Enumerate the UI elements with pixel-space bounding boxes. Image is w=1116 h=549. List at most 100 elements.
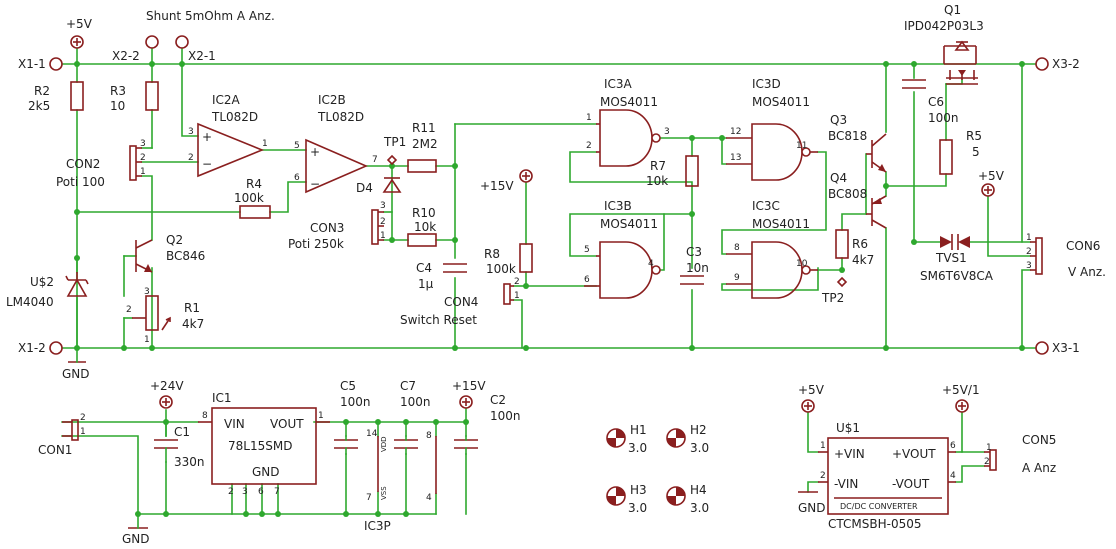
svg-text:R2: R2	[34, 84, 50, 98]
svg-text:+15V: +15V	[452, 379, 486, 393]
capacitor-c1: C1 330n	[154, 425, 205, 469]
resistor-r7: R7 10k	[646, 155, 699, 188]
svg-text:10n: 10n	[686, 261, 709, 275]
svg-text:5: 5	[972, 145, 980, 159]
supply-24v: +24V	[150, 379, 184, 409]
svg-text:R6: R6	[852, 237, 868, 251]
svg-text:+VIN: +VIN	[834, 447, 865, 461]
terminal-x1-1: X1-1	[18, 57, 63, 71]
svg-text:+: +	[310, 145, 320, 159]
capacitor-c3: C3 10n	[680, 245, 709, 285]
svg-text:CON6: CON6	[1066, 239, 1100, 253]
svg-text:1: 1	[144, 335, 150, 345]
mounting-hole-h3: H3 3.0	[606, 483, 647, 515]
supply-15v-bot: +15V	[452, 379, 486, 409]
terminal-x3-2: X3-2	[1035, 57, 1080, 71]
svg-text:X3-2: X3-2	[1052, 57, 1080, 71]
svg-text:C2: C2	[490, 393, 506, 407]
svg-text:100n: 100n	[490, 409, 521, 423]
svg-text:Q3: Q3	[830, 113, 847, 127]
svg-text:6: 6	[584, 275, 590, 285]
svg-text:8: 8	[202, 411, 208, 421]
svg-text:-VOUT: -VOUT	[892, 477, 930, 491]
gnd-main: GND	[62, 347, 90, 381]
svg-text:Q1: Q1	[944, 3, 961, 17]
connector-con6: 1 2 3 CON6 V Anz.	[1026, 233, 1106, 279]
svg-text:9: 9	[734, 273, 740, 283]
nand-ic3c: 8 9 10 IC3C MOS4011	[726, 199, 818, 299]
svg-text:Q4: Q4	[830, 171, 847, 185]
svg-text:6: 6	[258, 487, 264, 497]
mounting-hole-h1: H1 3.0	[606, 423, 647, 455]
svg-text:X1-1: X1-1	[18, 57, 46, 71]
svg-text:H1: H1	[630, 423, 647, 437]
svg-text:+VOUT: +VOUT	[892, 447, 936, 461]
svg-text:1: 1	[80, 427, 86, 437]
svg-text:7: 7	[372, 155, 378, 165]
svg-text:1: 1	[380, 231, 386, 241]
svg-text:BC808: BC808	[828, 187, 867, 201]
nand-ic3a: 1 2 3 IC3A MOS4011	[586, 77, 670, 167]
svg-text:1µ: 1µ	[418, 277, 434, 291]
svg-text:R7: R7	[650, 159, 666, 173]
svg-text:330n: 330n	[174, 455, 205, 469]
svg-text:R4: R4	[246, 177, 262, 191]
svg-text:X3-1: X3-1	[1052, 341, 1080, 355]
junctions	[74, 61, 1025, 517]
svg-text:+15V: +15V	[480, 179, 514, 193]
svg-text:6: 6	[950, 441, 956, 451]
terminal-x2-2: X2-2	[112, 35, 159, 63]
mosfet-q1: Q1 IPD042P03L3	[904, 3, 984, 85]
svg-text:Q2: Q2	[166, 233, 183, 247]
svg-text:3: 3	[140, 139, 146, 149]
svg-text:X2-2: X2-2	[112, 49, 140, 63]
supply-5v1: +5V/1	[942, 383, 980, 413]
svg-text:2: 2	[140, 153, 146, 163]
diode-d4: D4	[356, 177, 402, 195]
svg-text:VOUT: VOUT	[270, 417, 304, 431]
svg-text:TP1: TP1	[383, 135, 406, 149]
transistor-q2: Q2 BC846	[135, 233, 205, 273]
mounting-hole-h2: H2 3.0	[666, 423, 709, 455]
svg-text:2: 2	[1026, 247, 1032, 257]
svg-text:3.0: 3.0	[690, 441, 709, 455]
svg-text:2: 2	[514, 277, 520, 287]
svg-text:4: 4	[950, 471, 956, 481]
transistor-q3: Q3 BC818	[828, 113, 887, 173]
svg-text:Switch Reset: Switch Reset	[400, 313, 477, 327]
svg-text:7: 7	[274, 487, 280, 497]
svg-text:10k: 10k	[414, 220, 436, 234]
svg-text:100n: 100n	[400, 395, 431, 409]
svg-text:100n: 100n	[340, 395, 371, 409]
svg-text:VDD: VDD	[380, 436, 388, 452]
svg-text:R1: R1	[184, 301, 200, 315]
svg-text:8: 8	[426, 431, 432, 441]
supply-5v-u1: +5V	[798, 383, 825, 413]
svg-text:2: 2	[380, 217, 386, 227]
svg-text:BC818: BC818	[828, 129, 867, 143]
svg-text:C6: C6	[928, 95, 944, 109]
mounting-hole-h4: H4 3.0	[666, 483, 709, 515]
svg-text:1: 1	[318, 411, 324, 421]
svg-text:2: 2	[80, 413, 86, 423]
svg-text:5: 5	[294, 141, 300, 151]
svg-text:C1: C1	[174, 425, 190, 439]
svg-text:8: 8	[734, 243, 740, 253]
svg-text:C4: C4	[416, 261, 432, 275]
supply-15v-mid: +15V	[480, 169, 533, 193]
svg-text:MOS4011: MOS4011	[600, 95, 658, 109]
svg-text:6: 6	[294, 173, 300, 183]
tvs-diode-tvs1: TVS1 SM6T6V8CA	[920, 234, 994, 283]
svg-text:TVS1: TVS1	[935, 251, 967, 265]
svg-text:Poti 100: Poti 100	[56, 175, 105, 189]
resistor-r10: R10 10k	[407, 206, 437, 247]
svg-text:U$1: U$1	[836, 421, 860, 435]
capacitor-c5: C5 100n	[334, 379, 371, 455]
nand-ic3b: 5 6 4 IC3B MOS4011	[584, 199, 661, 299]
svg-text:1: 1	[820, 441, 826, 451]
svg-text:1: 1	[1026, 233, 1032, 243]
svg-text:R5: R5	[966, 129, 982, 143]
opamp-ic2a: +− 3 2 1 IC2A TL082D	[188, 93, 268, 178]
svg-text:3.0: 3.0	[690, 501, 709, 515]
svg-text:H3: H3	[630, 483, 647, 497]
